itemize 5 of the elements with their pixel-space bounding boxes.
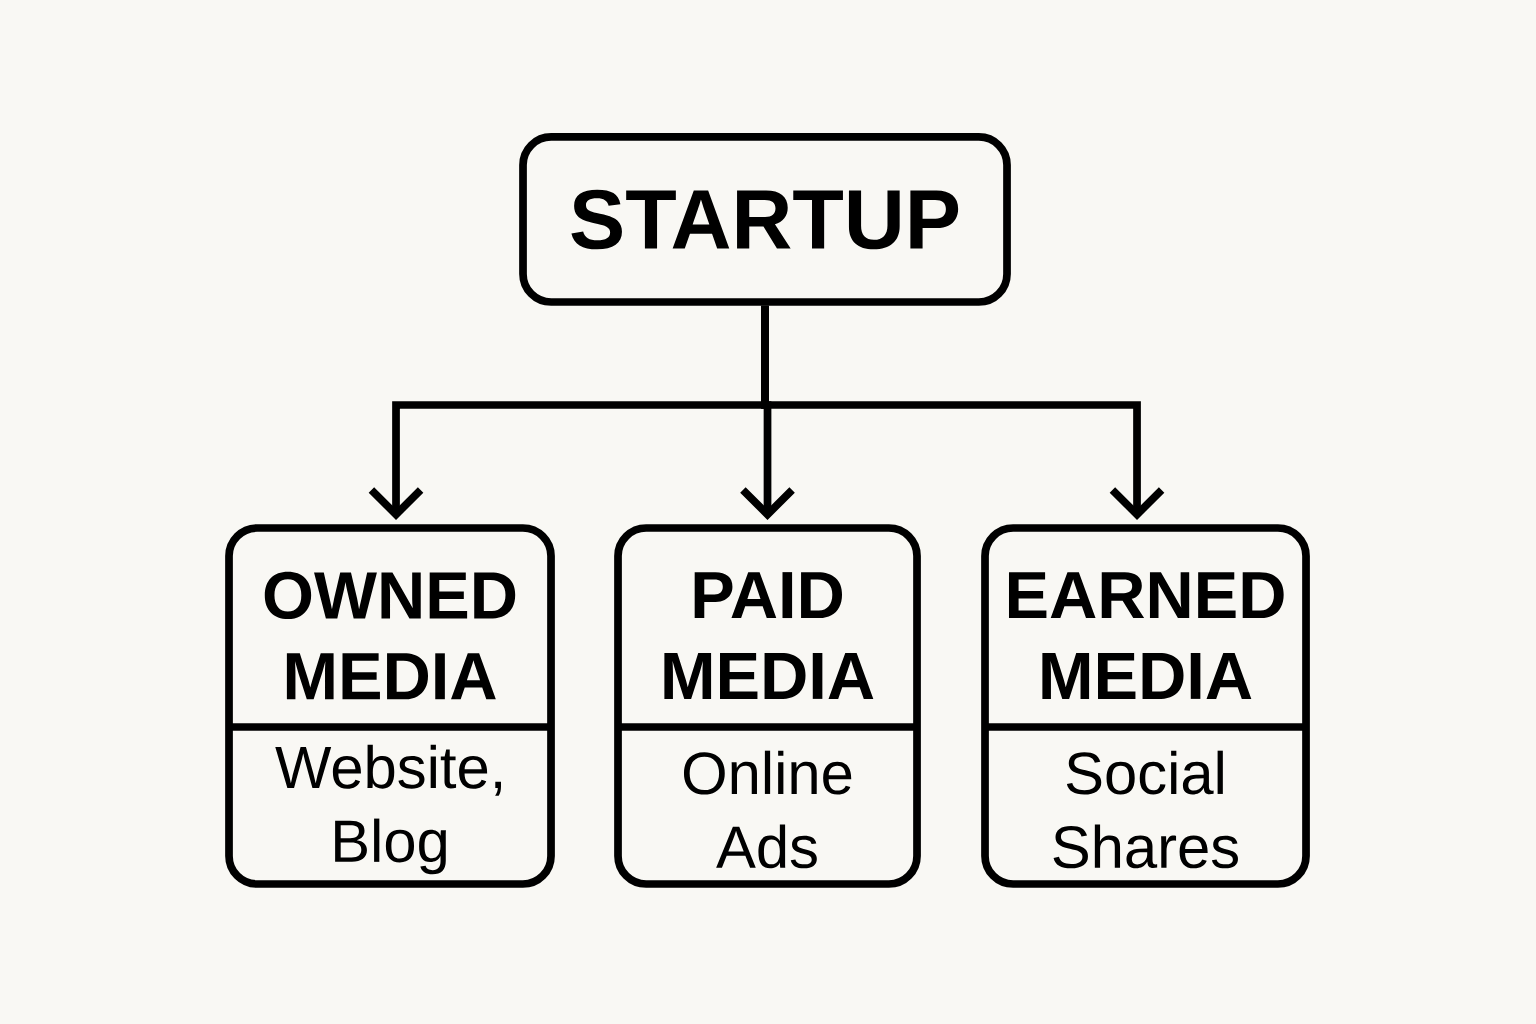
category-box: EARNED MEDIA Social Shares bbox=[981, 524, 1310, 888]
process-box: STARTUP bbox=[519, 133, 1011, 306]
category-box: OWNED MEDIA Website, Blog bbox=[225, 524, 555, 888]
arrow bbox=[761, 305, 1165, 520]
category-box: PAID MEDIA Online Ads bbox=[614, 524, 921, 888]
